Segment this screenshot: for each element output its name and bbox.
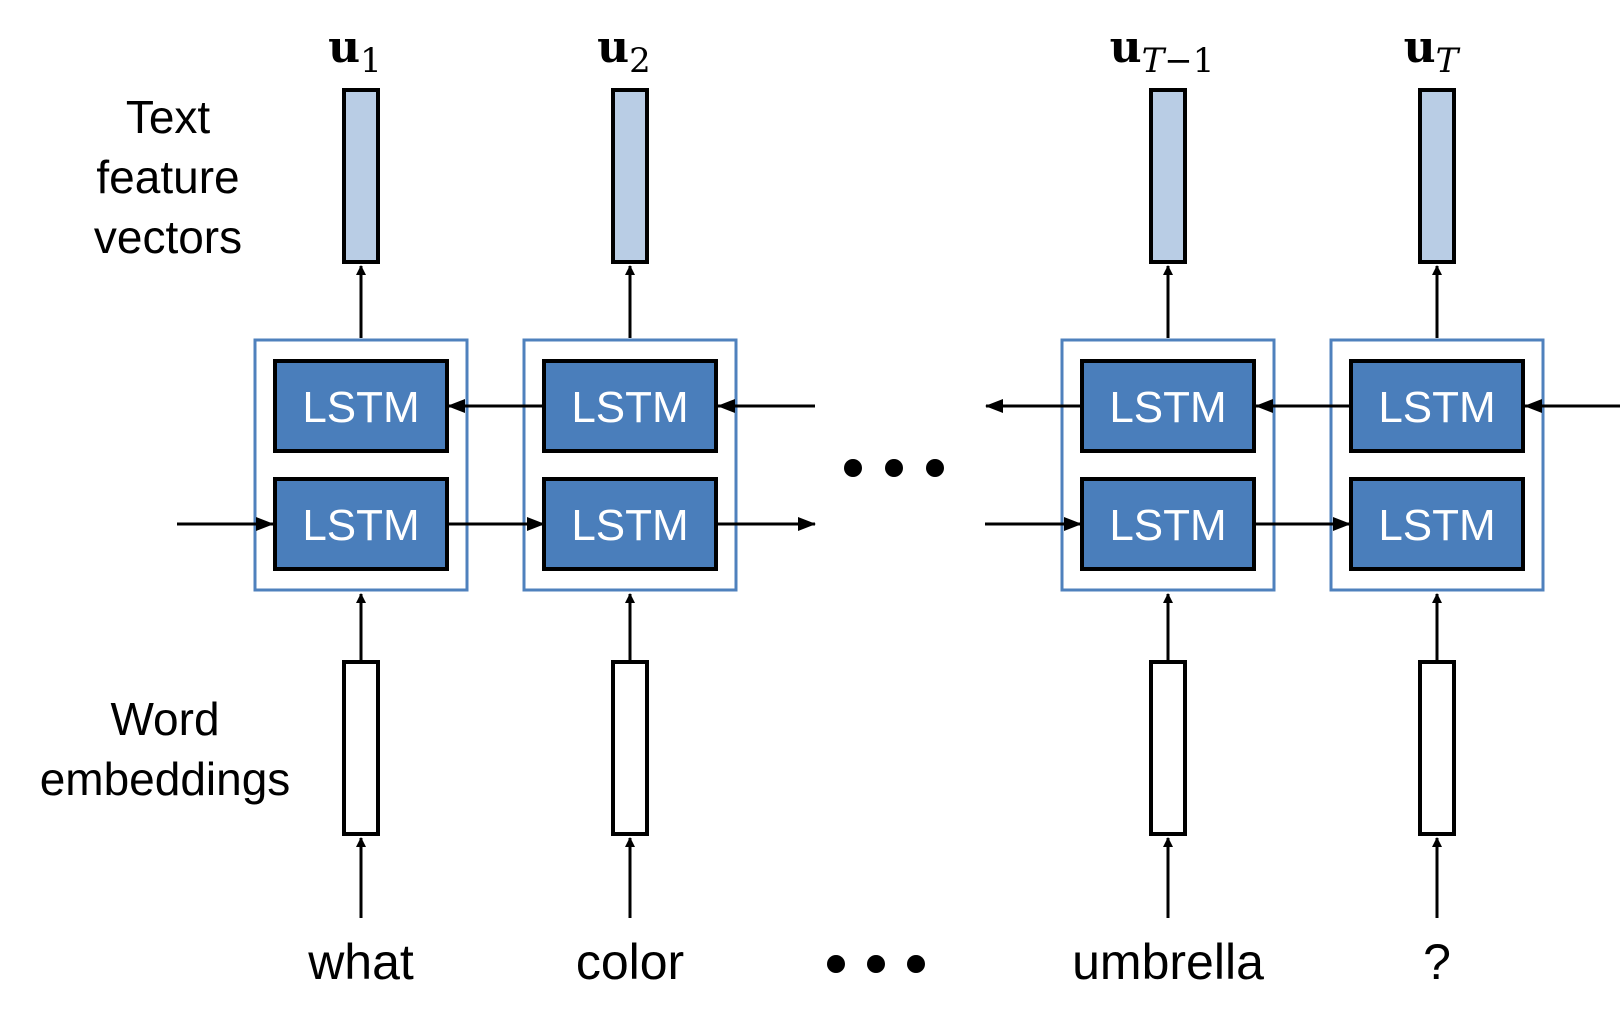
output-label-sub-var: T (1142, 41, 1167, 81)
recurrent-connections (177, 399, 1620, 531)
lstm-backward (1080, 359, 1256, 453)
word-embedding (342, 660, 380, 836)
ellipsis-bottom (827, 955, 925, 973)
word-embeddings-label: Word embeddings (40, 693, 291, 805)
label-line-vectors: vectors (94, 211, 242, 263)
lstm-label: LSTM (302, 383, 419, 432)
output-label-base: u (1110, 22, 1142, 73)
text-feature-vector (342, 88, 380, 264)
word-embedding (611, 660, 649, 836)
lstm-label: LSTM (302, 501, 419, 550)
ellipsis-dot (885, 459, 903, 477)
timestep-column: uT LSTM LSTM? (1329, 22, 1545, 990)
input-word: what (307, 934, 414, 990)
word-embedding (1149, 660, 1187, 836)
lstm-label: LSTM (571, 383, 688, 432)
timestep-columns: u1LSTMLSTMwhatu2LSTMLSTMcoloruT−1LSTMLST… (253, 22, 1545, 990)
lstm-forward (1349, 477, 1525, 571)
output-label: uT−1 (1110, 22, 1215, 81)
bilstm-cell-group (1060, 338, 1276, 592)
input-word: color (576, 934, 684, 990)
output-label-sub-rest: −1 (1164, 41, 1214, 81)
ellipsis-dot (867, 955, 885, 973)
input-word: ? (1423, 934, 1451, 990)
output-label: u1 (328, 22, 382, 81)
bilstm-cell-group (522, 338, 738, 592)
label-line-text: Text (126, 91, 211, 143)
lstm-label: LSTM (1109, 501, 1226, 550)
text-feature-vector (1418, 88, 1456, 264)
lstm-forward (273, 477, 449, 571)
ellipsis-dot (844, 459, 862, 477)
label-line-feature: feature (96, 151, 239, 203)
output-label-sub: 2 (629, 41, 651, 81)
lstm-backward (542, 359, 718, 453)
lstm-label: LSTM (571, 501, 688, 550)
lstm-label: LSTM (1378, 383, 1495, 432)
bilstm-cell-group (253, 338, 469, 592)
ellipsis-dot (907, 955, 925, 973)
output-label-base: u (328, 22, 360, 73)
input-word: umbrella (1072, 934, 1264, 990)
output-label: uT (1404, 22, 1461, 81)
label-line-embeddings: embeddings (40, 753, 291, 805)
lstm-label: LSTM (1378, 501, 1495, 550)
text-feature-vector (611, 88, 649, 264)
output-label-sub: 1 (360, 41, 382, 81)
ellipsis-middle (844, 459, 944, 477)
ellipsis-dot (926, 459, 944, 477)
lstm-backward (273, 359, 449, 453)
bilstm-cell-group (1329, 338, 1545, 592)
text-feature-vectors-label: Text feature vectors (94, 91, 242, 263)
lstm-label: LSTM (1109, 383, 1226, 432)
output-label-sub: T (1436, 41, 1461, 81)
output-label-base: u (597, 22, 629, 73)
label-line-word: Word (110, 693, 219, 745)
output-label: u2 (597, 22, 651, 81)
lstm-forward (1080, 477, 1256, 571)
word-embedding (1418, 660, 1456, 836)
text-feature-vector (1149, 88, 1187, 264)
output-label-base: u (1404, 22, 1436, 73)
ellipsis-dot (827, 955, 845, 973)
